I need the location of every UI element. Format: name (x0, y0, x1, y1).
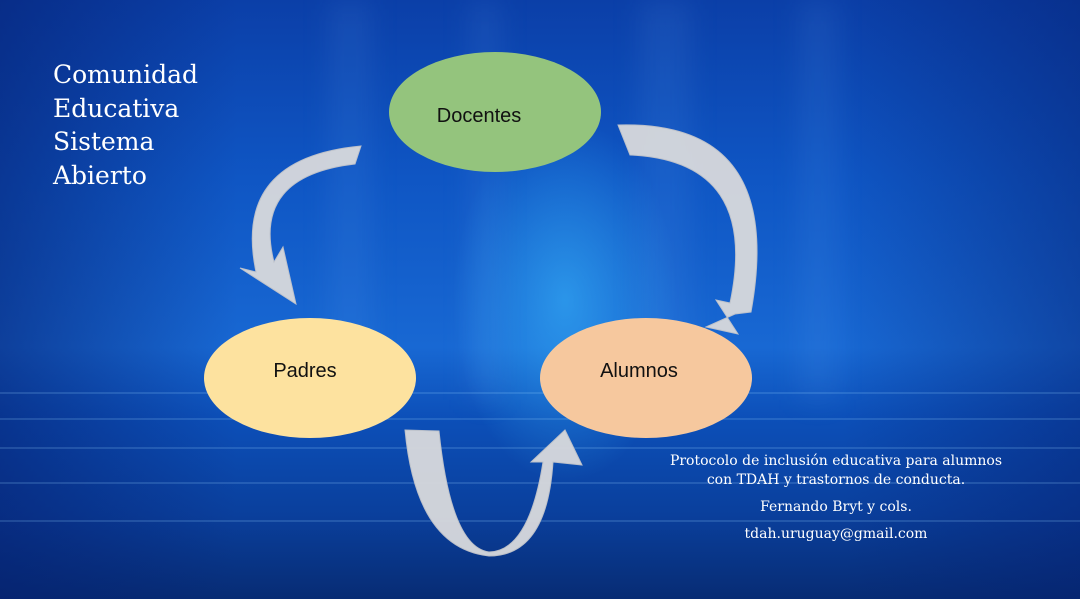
node-padres: Padres (204, 318, 416, 438)
water-ripple (0, 418, 1080, 420)
protocol-line: con TDAH y trastornos de conducta. (706, 472, 966, 488)
title-line: Comunidad (53, 60, 198, 89)
title-line: Abierto (53, 160, 147, 190)
slide-title: Comunidad Educativa Sistema Abierto (53, 58, 198, 192)
node-label: Alumnos (600, 359, 678, 382)
node-label: Docentes (436, 104, 522, 127)
light-streak (800, 0, 835, 400)
email-text: tdah.uruguay@gmail.com (744, 526, 928, 542)
arrow-docentes-to-padres (239, 145, 362, 306)
title-line: Sistema (53, 127, 155, 156)
water-ripple (0, 392, 1080, 394)
authors-text: Fernando Bryt y cols. (760, 499, 912, 515)
node-label: Padres (273, 359, 337, 382)
credits-block: Protocolo de inclusión educativa para al… (660, 452, 1012, 544)
node-docentes: Docentes (389, 52, 601, 172)
title-line: Educativa (53, 93, 180, 123)
protocol-line: Protocolo de inclusión educativa para al… (669, 453, 1003, 469)
arrow-padres-to-alumnos (404, 429, 583, 557)
water-ripple (0, 447, 1080, 449)
arrow-docentes-to-alumnos (617, 124, 758, 335)
node-alumnos: Alumnos (540, 318, 752, 438)
